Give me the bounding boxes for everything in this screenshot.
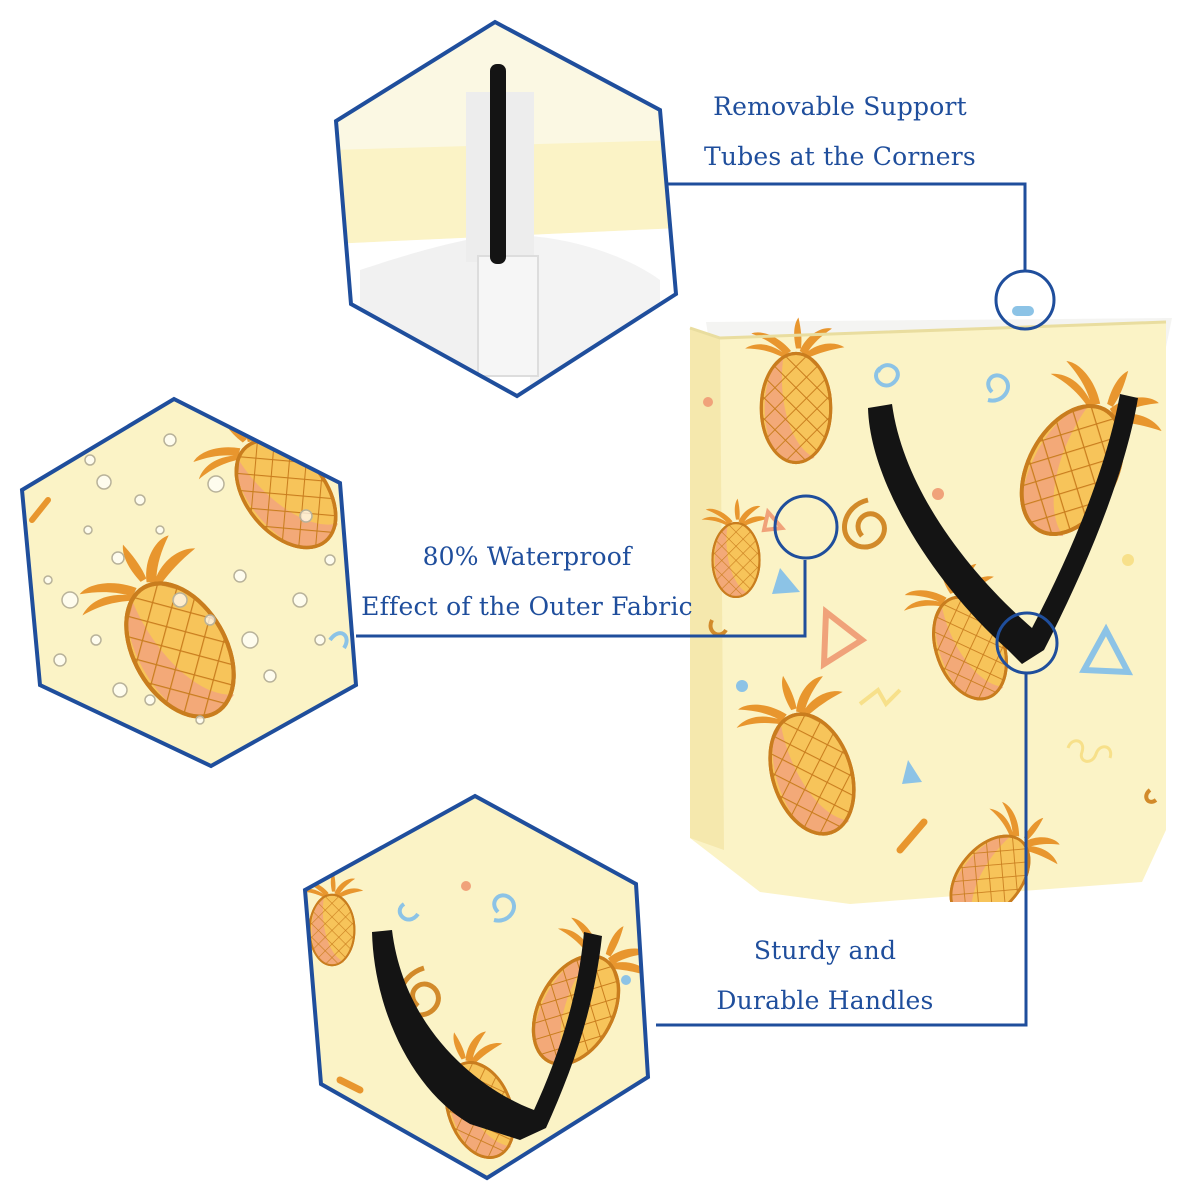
connector-waterproof [356,560,807,638]
callout-support-tubes: Removable Support Tubes at the Corners [660,82,1020,182]
connector-support [668,182,1027,270]
callout-handles: Sturdy and Durable Handles [670,926,980,1026]
connector-handles [656,674,1028,1027]
highlight-circle-support [994,269,1056,331]
highlight-circle-handles [995,611,1059,675]
callout-handles-line1: Sturdy and [753,936,897,965]
callout-waterproof: 80% Waterproof Effect of the Outer Fabri… [352,532,702,632]
waterproof-detail-hexagon [19,396,359,769]
callout-handles-line2: Durable Handles [716,986,934,1015]
highlight-circles [773,269,1059,675]
callout-waterproof-line2: Effect of the Outer Fabric [361,592,693,621]
callout-waterproof-line1: 80% Waterproof [422,542,632,571]
callout-support-line2: Tubes at the Corners [704,142,976,171]
laundry-basket [689,315,1172,904]
highlight-circle-waterproof [773,494,839,560]
callout-support-line1: Removable Support [713,92,967,121]
support-tube-detail-hexagon [333,19,679,399]
callout-connectors [356,182,1028,1027]
handle-detail-hexagon [302,793,651,1181]
